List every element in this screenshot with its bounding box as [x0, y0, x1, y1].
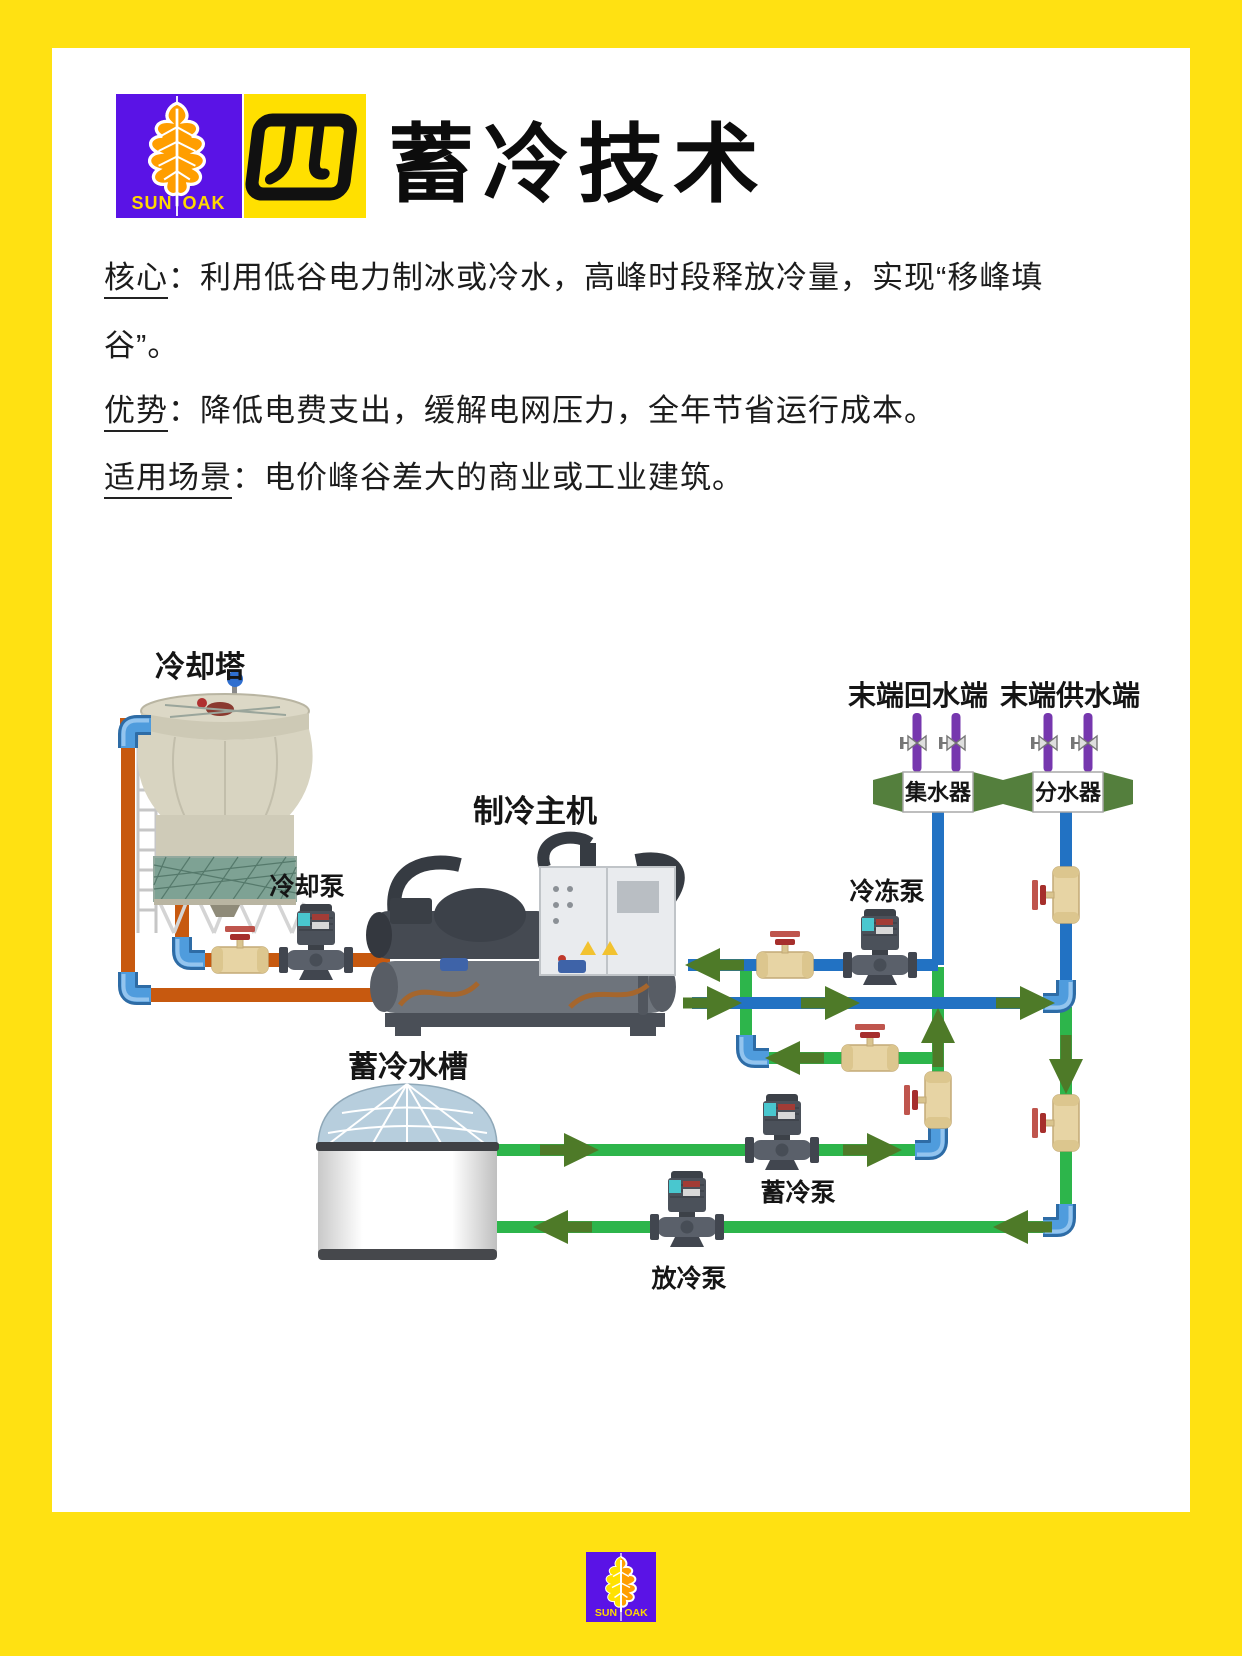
cooling-tower	[136, 671, 313, 934]
label-storage-tank: 蓄冷水槽	[348, 1051, 468, 1084]
label-discharge-pump: 放冷泵	[650, 1264, 726, 1293]
cooling-pump	[278, 903, 354, 981]
label-cooling-pump: 冷却泵	[269, 872, 344, 901]
chapter-four-logo	[244, 94, 366, 218]
footer-sun-oak-logo: SUN OAK	[586, 1552, 656, 1622]
label-terminal-supply: 末端供水端	[1000, 680, 1140, 712]
footer-logo-text-sun: SUN	[595, 1607, 617, 1619]
paragraph-scenario: 适用场景：电价峰谷差大的商业或工业建筑。	[104, 444, 1100, 512]
storage-tank	[316, 1083, 499, 1260]
label-distributor: 分水器	[1035, 780, 1102, 805]
cold-storage-system-diagram: 冷却塔 冷却泵 制冷主机 冷冻泵 末端回水端 末端供水端 集水器 分水器 蓄冷水…	[90, 651, 1140, 1293]
logo-text-sun: SUN	[131, 193, 172, 213]
chilled-water-pump	[842, 908, 918, 986]
text-core: ：利用低谷电力制冰或冷水，高峰时段释放冷量，实现“移峰填谷”。	[104, 260, 1044, 363]
footer-logo-text-oak: OAK	[624, 1607, 648, 1619]
label-storage-pump: 蓄冷泵	[760, 1178, 835, 1207]
discharge-pump	[649, 1170, 725, 1248]
term-core: 核心	[104, 260, 168, 299]
chiller-unit	[366, 831, 685, 1036]
page-title: 蓄冷技术	[388, 116, 768, 213]
label-terminal-return: 末端回水端	[848, 680, 988, 712]
terminal-risers	[899, 712, 1098, 773]
text-scenario: ：电价峰谷差大的商业或工业建筑。	[232, 460, 744, 495]
logo-text-oak: OAK	[183, 193, 226, 213]
paragraph-core: 核心：利用低谷电力制冰或冷水，高峰时段释放冷量，实现“移峰填谷”。	[104, 244, 1100, 380]
label-collector: 集水器	[904, 780, 972, 805]
sun-oak-logo: SUN OAK	[116, 94, 242, 218]
text-advantage: ：降低电费支出，缓解电网压力，全年节省运行成本。	[168, 393, 936, 428]
label-cooling-tower: 冷却塔	[155, 651, 246, 684]
paragraph-advantage: 优势：降低电费支出，缓解电网压力，全年节省运行成本。	[104, 377, 1100, 445]
four-icon	[245, 113, 357, 201]
term-scenario: 适用场景	[104, 460, 232, 499]
oak-leaf-icon	[148, 101, 206, 207]
label-chilled-pump: 冷冻泵	[849, 877, 924, 906]
label-chiller: 制冷主机	[473, 794, 597, 829]
term-advantage: 优势	[104, 393, 168, 432]
oak-leaf-icon	[605, 1555, 637, 1612]
storage-pump	[744, 1093, 820, 1171]
